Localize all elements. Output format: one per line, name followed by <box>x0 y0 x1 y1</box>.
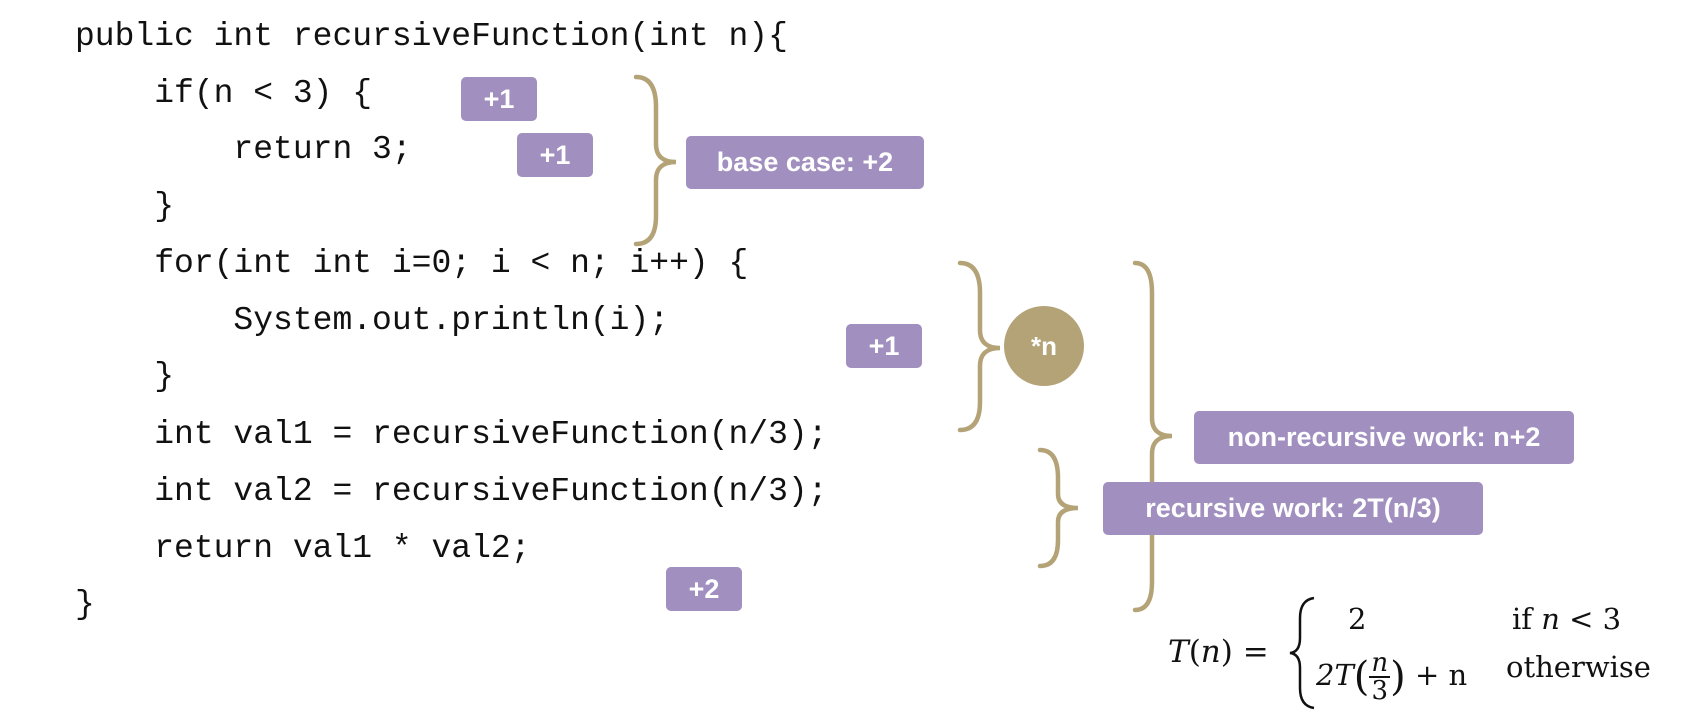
case1-condition: if n < 3 <box>1512 602 1622 636</box>
recursive-brace <box>1037 447 1079 569</box>
code-line-4: } <box>75 188 175 225</box>
loop-brace <box>957 260 1001 433</box>
loop-multiplier-badge: *n <box>1004 306 1084 386</box>
code-line-6: System.out.println(i); <box>75 302 670 339</box>
if-cost-tag: +1 <box>461 77 537 121</box>
code-line-2: if(n < 3) { <box>75 75 373 112</box>
return-cost-tag: +2 <box>666 567 742 611</box>
non-recursive-work-label: non-recursive work: n+2 <box>1194 411 1574 464</box>
code-line-1: public int recursiveFunction(int n){ <box>75 18 788 55</box>
non-recursive-brace <box>1132 260 1173 613</box>
formula-lhs-var: n <box>1200 634 1221 670</box>
base-case-brace <box>633 74 677 247</box>
code-line-10: return val1 * val2; <box>75 530 531 567</box>
case2-condition: otherwise <box>1506 650 1651 684</box>
case1-value: 2 <box>1348 602 1367 636</box>
formula-lhs-func: T <box>1168 634 1189 670</box>
code-line-5: for(int int i=0; i < n; i++) { <box>75 245 749 282</box>
code-line-11: } <box>75 586 95 623</box>
formula-lhs: T(n) = <box>1168 634 1269 670</box>
code-line-3: return 3; <box>75 131 412 168</box>
recursive-work-label: recursive work: 2T(n/3) <box>1103 482 1483 535</box>
return3-cost-tag: +1 <box>517 133 593 177</box>
code-line-7: } <box>75 358 175 395</box>
base-case-label: base case: +2 <box>686 136 924 189</box>
println-cost-tag: +1 <box>846 324 922 368</box>
code-line-9: int val2 = recursiveFunction(n/3); <box>75 473 828 510</box>
code-line-8: int val1 = recursiveFunction(n/3); <box>75 416 828 453</box>
cases-brace <box>1289 596 1315 710</box>
